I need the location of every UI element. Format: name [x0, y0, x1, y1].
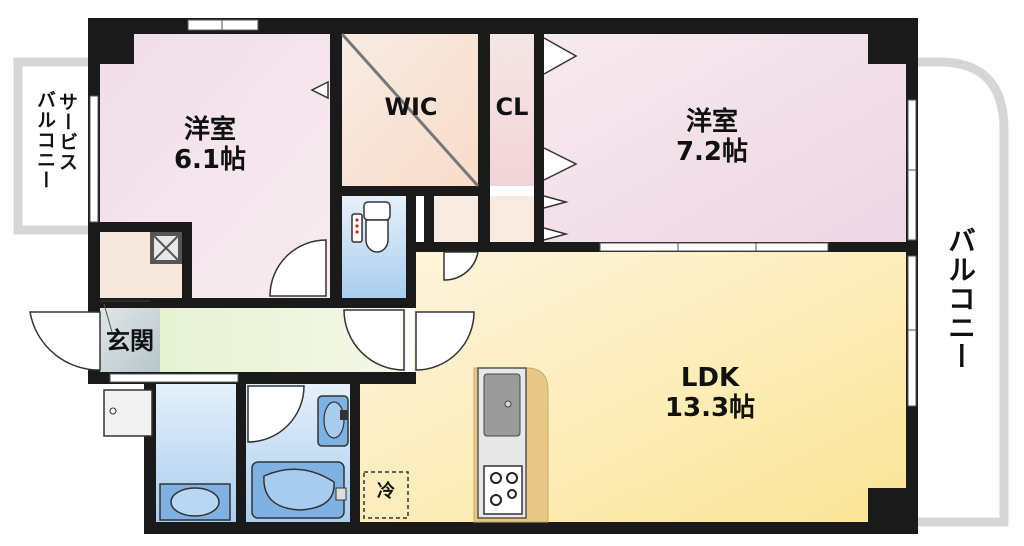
- bath-door: [247, 385, 305, 443]
- service-balcony-line2: バルコニー: [34, 90, 56, 190]
- ldk-fill: [358, 252, 906, 522]
- western-right-fill: [544, 34, 906, 242]
- room-entrance: 玄関: [106, 327, 154, 355]
- ldk-door: [415, 311, 475, 371]
- service-balcony-line1: サービス: [56, 92, 78, 172]
- toilet-door: [343, 309, 405, 371]
- main-balcony-label: バルコニー: [944, 226, 977, 371]
- small-closet-1: [434, 196, 478, 242]
- kitchen-counter: [473, 367, 549, 523]
- room-wic: WIC: [384, 93, 438, 121]
- shower-icon: [317, 395, 349, 447]
- room-size: 6.1帖: [173, 144, 247, 175]
- room-cl: CL: [495, 93, 529, 121]
- small-closet-2: [490, 196, 534, 242]
- genkan-fill: [100, 308, 160, 372]
- closet-door: [443, 251, 479, 281]
- washing-machine-icon: [103, 389, 153, 437]
- main-balcony: [918, 57, 1009, 527]
- entrance-door: [29, 311, 101, 371]
- room-name: LDK: [680, 363, 740, 393]
- service-balcony: [13, 57, 92, 235]
- toilet-icon: [351, 201, 391, 253]
- room-size: 7.2帖: [675, 136, 749, 167]
- room-size: 13.3帖: [664, 392, 756, 423]
- room-ldk: LDK 13.3帖: [640, 363, 780, 424]
- fridge-label: 冷: [377, 481, 395, 502]
- bathtub-icon: [251, 461, 347, 519]
- wic-diagonal: [340, 32, 480, 188]
- room-western-left: 洋室 6.1帖: [150, 115, 270, 176]
- room-name: 洋室: [685, 107, 738, 137]
- stove-icon: [490, 472, 518, 506]
- cl-doors: [543, 37, 578, 241]
- storage-box-icon: [150, 232, 182, 264]
- washbasin-icon: [159, 483, 231, 521]
- cl-fill: [490, 34, 534, 186]
- western-left-door: [269, 239, 327, 297]
- room-name: 洋室: [183, 115, 236, 145]
- fridge-space: [363, 471, 409, 519]
- room-western-right: 洋室 7.2帖: [652, 107, 772, 168]
